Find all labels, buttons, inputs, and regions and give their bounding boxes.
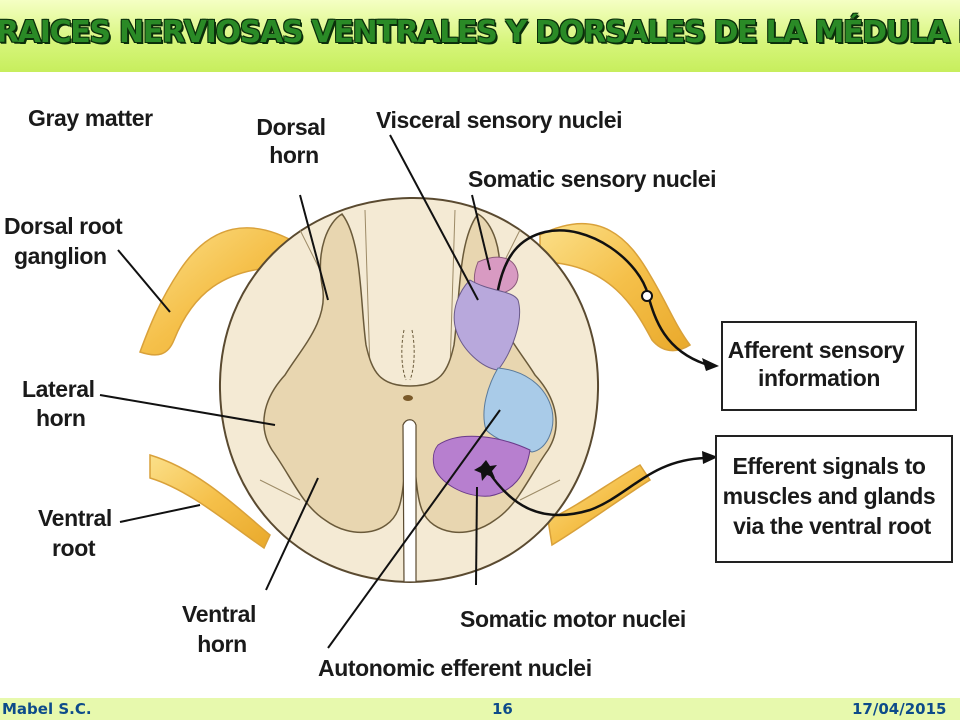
left-dorsal-root — [139, 227, 301, 356]
sensory-neuron-path — [496, 229, 706, 366]
central-canal — [403, 395, 413, 401]
motor-neuron-cell-body — [474, 460, 497, 481]
label-ventral-horn: Ventral horn — [182, 601, 262, 657]
label-afferent-sensory-information: Afferent sensory information — [728, 337, 910, 391]
efferent-arrowhead — [702, 451, 718, 464]
label-dorsal-horn: Dorsal horn — [256, 114, 331, 168]
label-autonomic-efferent-nuclei: Autonomic efferent nuclei — [318, 655, 592, 681]
label-ventral-root: Ventral root — [38, 505, 118, 561]
footer-author: Mabel S.C. — [2, 700, 92, 718]
label-visceral-sensory-nuclei: Visceral sensory nuclei — [376, 107, 622, 133]
label-dorsal-root-ganglion: Dorsal root ganglion — [4, 213, 128, 269]
posterior-median-septum — [401, 329, 415, 381]
label-somatic-motor-nuclei: Somatic motor nuclei — [460, 606, 686, 632]
afferent-box — [721, 321, 917, 411]
leader-lines — [99, 134, 501, 649]
label-efferent-signals: Efferent signals to muscles and glands v… — [723, 453, 942, 539]
footer-bar: Mabel S.C. 16 17/04/2015 — [0, 698, 960, 720]
autonomic-efferent-nuclei-region — [483, 367, 554, 453]
label-gray-matter: Gray matter — [28, 105, 153, 131]
label-lateral-horn: Lateral horn — [22, 376, 101, 431]
anterior-median-fissure — [402, 419, 417, 583]
label-somatic-sensory-nuclei: Somatic sensory nuclei — [468, 166, 716, 192]
title-bar: RAICES NERVIOSAS VENTRALES Y DORSALES DE… — [0, 0, 960, 72]
footer-date: 17/04/2015 — [852, 700, 947, 718]
motor-neuron-path — [484, 456, 706, 517]
spinal-cord-diagram: Gray matter Dorsal horn Dorsal root gang… — [4, 105, 953, 681]
efferent-box — [715, 435, 953, 563]
footer-page-number: 16 — [492, 700, 513, 718]
left-ventral-root — [149, 453, 271, 550]
afferent-arrowhead — [702, 358, 719, 371]
slide-title: RAICES NERVIOSAS VENTRALES Y DORSALES DE… — [0, 15, 960, 50]
right-dorsal-root — [539, 223, 692, 352]
ganglion-cell-body — [641, 290, 653, 302]
